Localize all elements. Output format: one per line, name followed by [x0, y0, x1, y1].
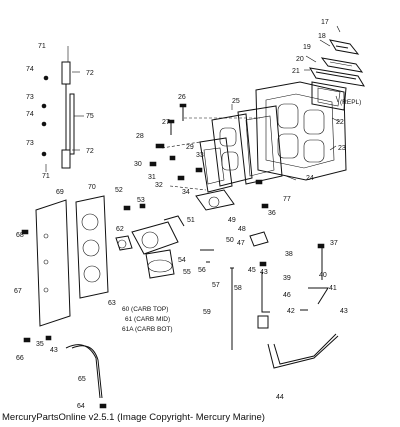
callout-57: 57: [212, 282, 220, 289]
callout-26: 26: [178, 94, 186, 101]
fasteners: [21, 103, 325, 409]
callout-36: 36: [268, 210, 276, 217]
callout-55: 55: [183, 269, 191, 276]
callout-75: 75: [86, 113, 94, 120]
reed-valve-blocks: [161, 117, 260, 211]
callout-72-b: 72: [86, 148, 94, 155]
callout-72: 72: [86, 70, 94, 77]
callout-25: 25: [232, 98, 240, 105]
callout-35: 35: [36, 341, 44, 348]
callout-56: 56: [198, 267, 206, 274]
callout-29: 29: [186, 144, 194, 151]
callout-41: 41: [329, 285, 337, 292]
callout-65: 65: [78, 376, 86, 383]
callout-47: 47: [237, 240, 245, 247]
callout-53: 53: [137, 197, 145, 204]
carb-top-label: 60 (CARB TOP): [122, 306, 168, 313]
callout-74: 74: [26, 66, 34, 73]
callout-77: 77: [283, 196, 291, 203]
copyright-footer: MercuryPartsOnline v2.5.1 (Image Copyrig…: [2, 412, 265, 423]
callout-50: 50: [226, 237, 234, 244]
callout-34: 34: [182, 189, 190, 196]
callout-20: 20: [296, 56, 304, 63]
intake-manifold-assembly: [211, 81, 347, 187]
callout-48: 48: [238, 226, 246, 233]
callout-64: 64: [77, 403, 85, 410]
linkage-brackets: [41, 61, 75, 169]
callout-52: 52: [115, 187, 123, 194]
leader-lines: [45, 25, 341, 181]
callout-19: 19: [303, 44, 311, 51]
carburetor: [115, 215, 185, 279]
callout-74-b: 74: [26, 111, 34, 118]
callout-59: 59: [203, 309, 211, 316]
callout-63: 63: [108, 300, 116, 307]
callout-22: 22: [336, 119, 344, 126]
callout-27: 27: [162, 119, 170, 126]
callout-58: 58: [234, 285, 242, 292]
callout-18: 18: [318, 33, 326, 40]
callout-24: 24: [306, 175, 314, 182]
callout-32: 32: [155, 182, 163, 189]
callout-43-b: 43: [50, 347, 58, 354]
callout-54: 54: [178, 257, 186, 264]
carb-mid-label: 61 (CARB MID): [125, 316, 170, 323]
callout-labels: 17 18 19 20 21 22 23 24 25 26 27 28 29 3…: [14, 19, 361, 410]
callout-38: 38: [285, 251, 293, 258]
callout-69: 69: [56, 189, 64, 196]
callout-40: 40: [319, 272, 327, 279]
callout-31: 31: [148, 174, 156, 181]
fuel-hoses: [65, 333, 339, 399]
callout-33: 33: [196, 152, 204, 159]
callout-51: 51: [187, 217, 195, 224]
callout-43-c: 43: [260, 269, 268, 276]
callout-68: 68: [16, 232, 24, 239]
callout-28: 28: [136, 133, 144, 140]
callout-71: 71: [38, 43, 46, 50]
callout-30: 30: [134, 161, 142, 168]
callout-67: 67: [14, 288, 22, 295]
air-silencer-cover: [35, 195, 109, 327]
callout-62: 62: [116, 226, 124, 233]
callout-73-b: 73: [26, 140, 34, 147]
callout-73: 73: [26, 94, 34, 101]
callout-71-b: 71: [42, 173, 50, 180]
callout-45: 45: [248, 267, 256, 274]
callout-66: 66: [16, 355, 24, 362]
repl-note: (REPL): [340, 99, 361, 106]
carb-bot-label: 61A (CARB BOT): [122, 326, 173, 333]
callout-44: 44: [276, 394, 284, 401]
callout-46: 46: [283, 292, 291, 299]
choke-linkage: [200, 231, 329, 350]
callout-23: 23: [338, 145, 346, 152]
callout-42: 42: [287, 308, 295, 315]
callout-39: 39: [283, 275, 291, 282]
callout-37: 37: [330, 240, 338, 247]
callout-49: 49: [228, 217, 236, 224]
callout-21: 21: [292, 68, 300, 75]
callout-43: 43: [340, 308, 348, 315]
callout-17: 17: [321, 19, 329, 26]
callout-70: 70: [88, 184, 96, 191]
